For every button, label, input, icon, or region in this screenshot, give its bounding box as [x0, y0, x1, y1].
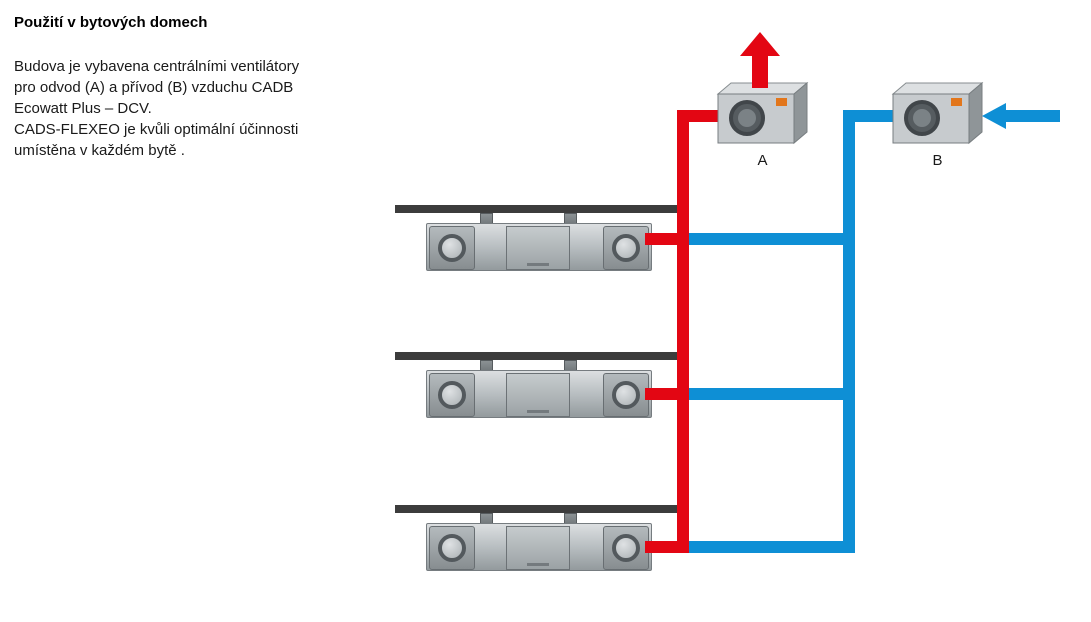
unit-center-section	[506, 526, 570, 570]
up-arrow-icon	[740, 32, 780, 88]
description-line: pro odvod (A) a přívod (B) vzduchu CADB	[14, 79, 294, 96]
exhaust-branch	[645, 233, 689, 245]
exhaust-duct-riser	[677, 110, 689, 553]
duct-port-icon	[438, 381, 466, 409]
unit-end-cap	[603, 373, 649, 417]
exhaust-branch	[645, 388, 689, 400]
description-line: CADS-FLEXEO je kvůli optimální účinnosti	[14, 121, 299, 138]
description-line: Ecowatt Plus – DCV.	[14, 100, 152, 117]
unit-end-cap	[603, 526, 649, 570]
title: Použití v bytových domech	[14, 14, 208, 31]
duct-port-icon	[438, 534, 466, 562]
unit-handle	[527, 263, 549, 266]
duct-port-icon	[612, 234, 640, 262]
exhaust-branch	[645, 541, 689, 553]
supply-duct-riser	[843, 110, 855, 553]
unit-end-cap	[603, 226, 649, 270]
floor-slab	[395, 505, 683, 513]
unit-end-cap	[429, 526, 475, 570]
control-switch-icon	[776, 98, 787, 106]
left-arrow-icon	[982, 103, 1060, 129]
cads-flexeo-unit	[424, 513, 654, 573]
fan-unit-graphic	[891, 81, 984, 145]
supply-branch	[683, 388, 855, 400]
unit-end-cap	[429, 373, 475, 417]
fan-unit-graphic	[716, 81, 809, 145]
unit-center-section	[506, 226, 570, 270]
cads-flexeo-unit	[424, 360, 654, 420]
unit-handle	[527, 563, 549, 566]
exhaust-fan-unit-a	[715, 80, 810, 146]
supply-branch	[683, 541, 855, 553]
supply-branch	[683, 233, 855, 245]
floor-slab	[395, 205, 683, 213]
description: Budova je vybavena centrálními ventiláto…	[14, 56, 299, 161]
duct-port-icon	[612, 534, 640, 562]
duct-port-icon	[612, 381, 640, 409]
control-switch-icon	[951, 98, 962, 106]
cads-flexeo-unit	[424, 213, 654, 273]
floor-slab	[395, 352, 683, 360]
label-unit-a: A	[757, 152, 768, 169]
description-line: umístěna v každém bytě .	[14, 142, 185, 159]
unit-center-section	[506, 373, 570, 417]
unit-end-cap	[429, 226, 475, 270]
label-unit-b: B	[932, 152, 943, 169]
description-line: Budova je vybavena centrálními ventiláto…	[14, 58, 300, 75]
duct-port-icon	[438, 234, 466, 262]
unit-handle	[527, 410, 549, 413]
supply-fan-unit-b	[890, 80, 985, 146]
